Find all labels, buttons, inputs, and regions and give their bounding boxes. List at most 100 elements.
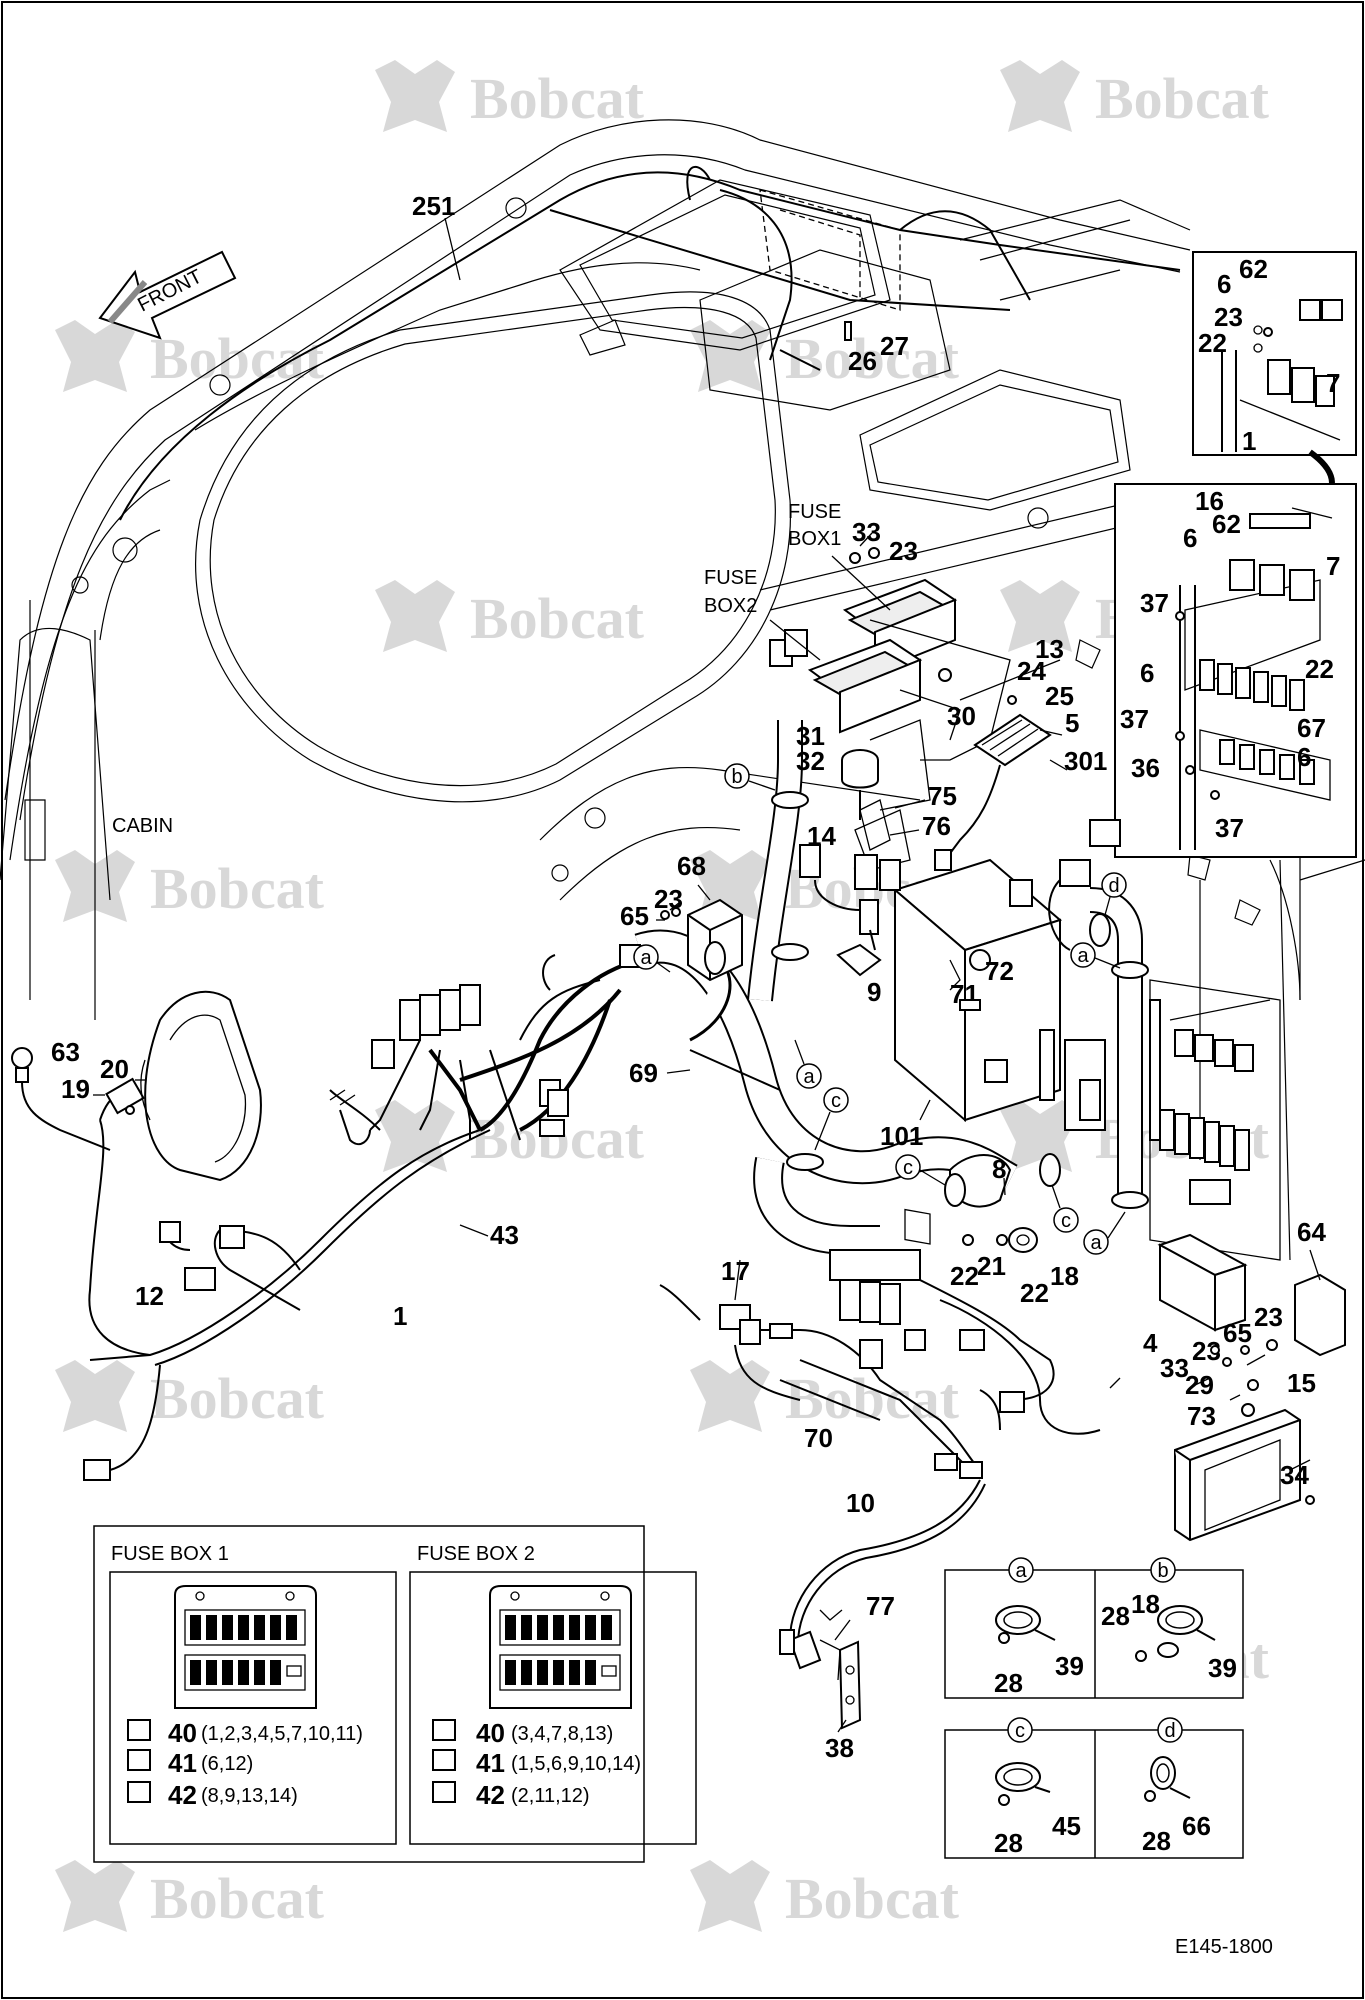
clip-marker-c: c bbox=[895, 1154, 946, 1186]
callout-251: 251 bbox=[412, 191, 455, 221]
fuse-slot-list: (6,12) bbox=[201, 1753, 253, 1775]
callout-1: 1 bbox=[393, 1301, 407, 1331]
fuse-box-2-title: FUSE BOX 2 bbox=[417, 1543, 535, 1565]
fuse-slot-list: (1,2,3,4,5,7,10,11) bbox=[201, 1723, 363, 1745]
svg-text:a: a bbox=[1015, 1560, 1027, 1582]
fuse-box-2-row: 42 (2,11,12) bbox=[432, 1780, 590, 1810]
callout-75: 75 bbox=[928, 781, 957, 811]
callout-72: 72 bbox=[985, 956, 1014, 986]
clip-marker-a: a bbox=[633, 944, 671, 973]
callout-33: 33 bbox=[852, 517, 881, 547]
clip-marker-a: a bbox=[794, 1039, 822, 1089]
clip-marker-a: a bbox=[1083, 1211, 1126, 1255]
callout-30: 30 bbox=[947, 701, 976, 731]
callout-32: 32 bbox=[796, 746, 825, 776]
callout-8: 8 bbox=[992, 1154, 1006, 1184]
svg-text:b: b bbox=[731, 766, 742, 788]
callout-6: 6 bbox=[1183, 523, 1197, 553]
callout-68: 68 bbox=[677, 851, 706, 881]
svg-text:a: a bbox=[1090, 1232, 1102, 1254]
callout-5: 5 bbox=[1065, 708, 1079, 738]
watermark-text: Bobcat bbox=[785, 1866, 960, 1931]
relay-inset-large bbox=[1114, 483, 1357, 858]
svg-text:28: 28 bbox=[994, 1828, 1023, 1858]
callout-6: 6 bbox=[1297, 742, 1311, 772]
fuse-slot-list: (2,11,12) bbox=[511, 1785, 590, 1807]
svg-text:39: 39 bbox=[1208, 1653, 1237, 1683]
callout-62: 62 bbox=[1239, 254, 1268, 284]
fuse-box-1-row: 40 (1,2,3,4,5,7,10,11) bbox=[127, 1718, 363, 1748]
callout-36: 36 bbox=[1131, 753, 1160, 783]
svg-text:28: 28 bbox=[1142, 1826, 1171, 1856]
callout-25: 25 bbox=[1045, 681, 1074, 711]
clip-detail-c: c 28 45 bbox=[994, 1717, 1081, 1858]
svg-text:b: b bbox=[1157, 1560, 1168, 1582]
watermark-text: Bobcat bbox=[150, 856, 325, 921]
fuse-rating-number: 40 bbox=[168, 1718, 197, 1748]
callout-6: 6 bbox=[1217, 269, 1231, 299]
fuse-box-1-row: 41 (6,12) bbox=[127, 1748, 253, 1778]
svg-text:a: a bbox=[640, 947, 652, 969]
callout-62: 62 bbox=[1212, 509, 1241, 539]
callout-22: 22 bbox=[950, 1261, 979, 1291]
svg-text:45: 45 bbox=[1052, 1811, 1081, 1841]
callout-22: 22 bbox=[1198, 328, 1227, 358]
svg-text:28: 28 bbox=[1101, 1601, 1130, 1631]
clip-markers: b a a a c c c bbox=[633, 763, 1127, 1255]
svg-text:d: d bbox=[1164, 1720, 1175, 1742]
callout-23: 23 bbox=[889, 536, 918, 566]
callout-22: 22 bbox=[1020, 1278, 1049, 1308]
clip-marker-d: d bbox=[1101, 872, 1127, 916]
clip-marker-b: b bbox=[724, 763, 776, 791]
watermark-text: Bobcat bbox=[785, 326, 960, 391]
callout-27: 27 bbox=[880, 331, 909, 361]
callout-77: 77 bbox=[866, 1591, 895, 1621]
callout-6: 6 bbox=[1140, 658, 1154, 688]
fuse-rating-number: 42 bbox=[476, 1780, 505, 1810]
svg-text:c: c bbox=[831, 1090, 841, 1112]
watermark-text: Bobcat bbox=[785, 1366, 960, 1431]
callout-69: 69 bbox=[629, 1058, 658, 1088]
svg-text:18: 18 bbox=[1131, 1589, 1160, 1619]
svg-text:c: c bbox=[1061, 1210, 1071, 1232]
cabin-label: CABIN bbox=[112, 815, 173, 837]
fuse-box1-label-line1: FUSE bbox=[788, 501, 841, 523]
callout-22: 22 bbox=[1305, 654, 1334, 684]
diagram-id: E145-1800 bbox=[1175, 1936, 1273, 1958]
clip-marker-a: a bbox=[1070, 942, 1121, 969]
callout-13: 13 bbox=[1035, 634, 1064, 664]
fuse-box-2-drawing bbox=[489, 1585, 632, 1709]
callout-37: 37 bbox=[1215, 813, 1244, 843]
clip-marker-c: c bbox=[814, 1087, 849, 1151]
fuse-box2-label-line2: BOX2 bbox=[704, 595, 757, 617]
callout-31: 31 bbox=[796, 721, 825, 751]
relay-inset-small bbox=[1192, 251, 1357, 503]
clip-detail-panels: a 28 39 b 28 18 39 c bbox=[944, 1557, 1244, 1859]
callout-301: 301 bbox=[1064, 746, 1107, 776]
callout-65: 65 bbox=[620, 901, 649, 931]
watermark-text: Bobcat bbox=[470, 66, 645, 131]
watermark-text: Bobcat bbox=[470, 586, 645, 651]
svg-text:a: a bbox=[803, 1066, 815, 1088]
callout-38: 38 bbox=[825, 1733, 854, 1763]
fuse-slot-list: (3,4,7,8,13) bbox=[511, 1723, 613, 1745]
fuse-box-legend: FUSE BOX 1 40 (1,2,3,4,5,7,10,11) bbox=[93, 1525, 697, 1863]
callout-23: 23 bbox=[1254, 1302, 1283, 1332]
svg-text:c: c bbox=[903, 1157, 913, 1179]
callout-15: 15 bbox=[1287, 1368, 1316, 1398]
clip-detail-a: a 28 39 bbox=[994, 1557, 1084, 1698]
cabin-outline bbox=[0, 119, 1365, 1261]
svg-text:28: 28 bbox=[994, 1668, 1023, 1698]
svg-text:c: c bbox=[1015, 1720, 1025, 1742]
fuse-rating-number: 41 bbox=[476, 1748, 505, 1778]
fuse-rating-number: 40 bbox=[476, 1718, 505, 1748]
callout-14: 14 bbox=[807, 821, 836, 851]
callout-63: 63 bbox=[51, 1037, 80, 1067]
callout-19: 19 bbox=[61, 1074, 90, 1104]
callout-12: 12 bbox=[135, 1281, 164, 1311]
fuse-rating-number: 42 bbox=[168, 1780, 197, 1810]
fuse-box-1-drawing bbox=[174, 1585, 317, 1709]
main-harness bbox=[11, 720, 1346, 1730]
